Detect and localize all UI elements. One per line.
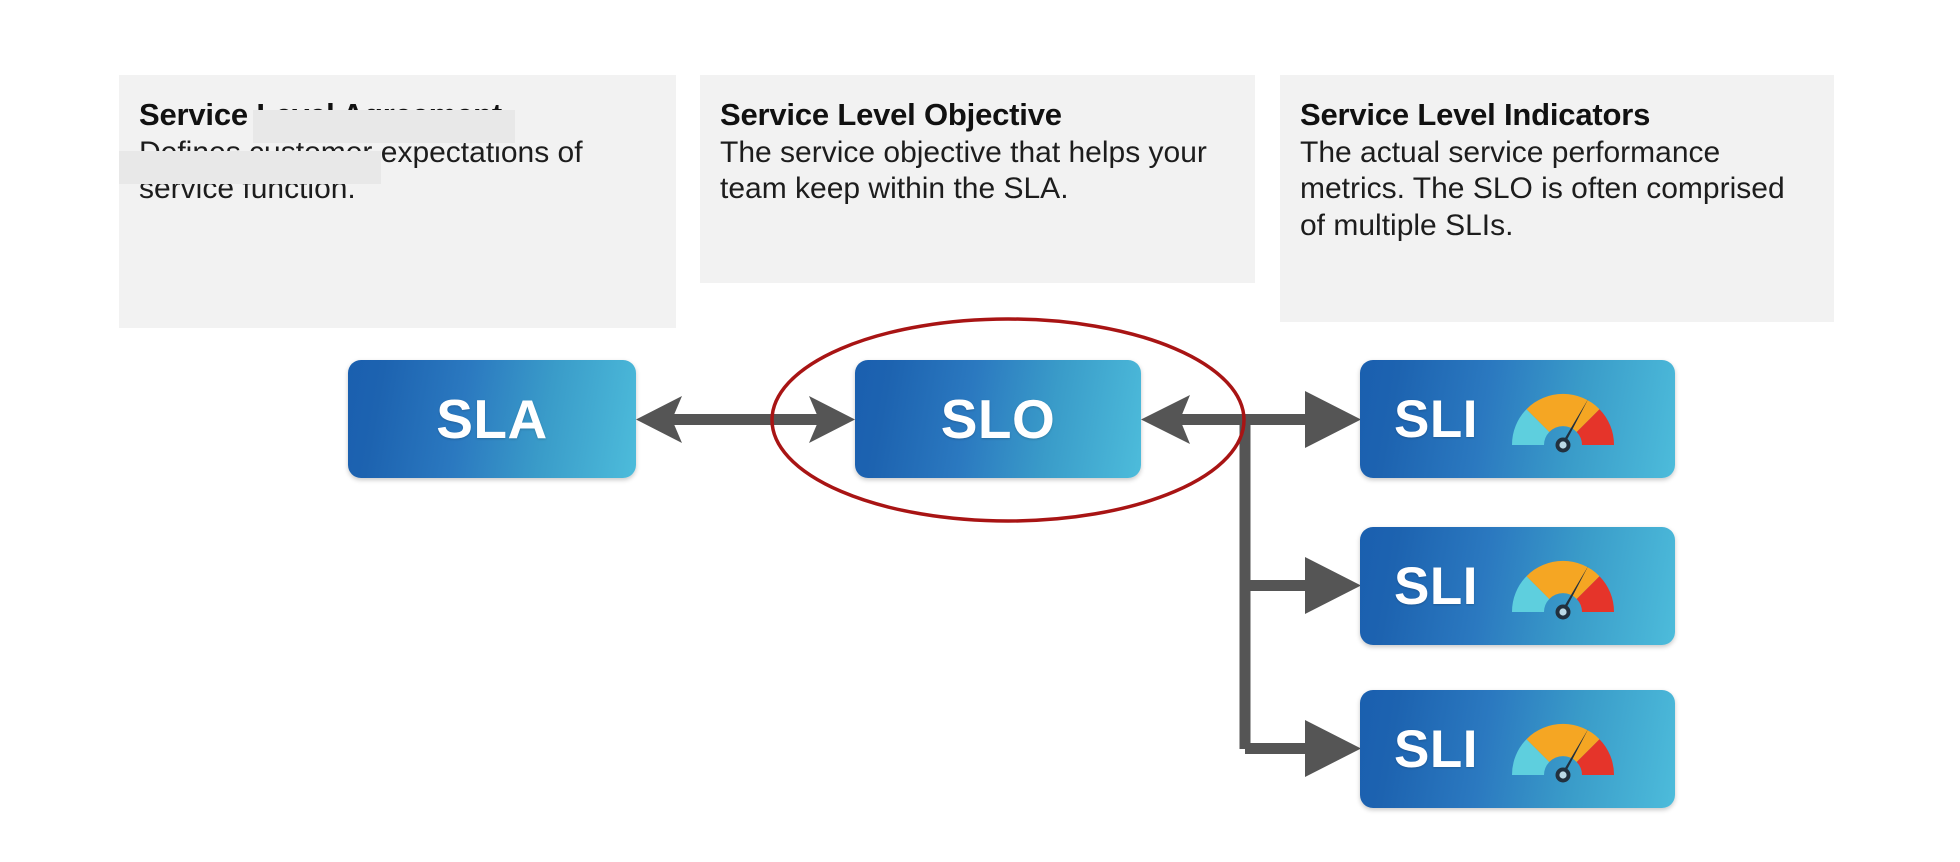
card-body: The service objective that helps your te… [720,135,1207,206]
node-sli-2[interactable]: SLI [1360,527,1675,645]
node-label: SLO [940,387,1056,450]
connector-slo-to-sli-trunk [1141,395,1350,754]
node-sli-1[interactable]: SLI [1360,360,1675,478]
card-body: The actual service performance metrics. … [1300,135,1785,242]
card-service-level-agreement: Service Level Agreement Defines customer… [119,75,676,328]
gauge-icon [1511,723,1614,783]
node-slo[interactable]: SLO [855,360,1141,478]
connector-sla-to-slo [636,396,855,443]
gauge-icon [1511,393,1614,453]
node-sli-3[interactable]: SLI [1360,690,1675,808]
node-label: SLI [1394,719,1478,779]
card-service-level-objective: Service Level Objective The service obje… [700,75,1255,283]
node-label: SLI [1394,389,1478,449]
node-label: SLA [436,387,548,450]
arrowhead-to-sli-3 [1305,720,1361,777]
node-label: SLI [1394,556,1478,616]
card-title: Service Level Indicators [1300,97,1651,132]
redaction-block [119,151,381,184]
card-title: Service Level Objective [720,97,1062,132]
card-service-level-indicators: Service Level Indicators The actual serv… [1280,75,1834,322]
arrowhead-to-sli-2 [1305,557,1361,614]
gauge-icon [1511,560,1614,620]
node-sla[interactable]: SLA [348,360,636,478]
arrowhead-to-sli-1 [1305,391,1361,448]
redaction-block [253,110,515,143]
